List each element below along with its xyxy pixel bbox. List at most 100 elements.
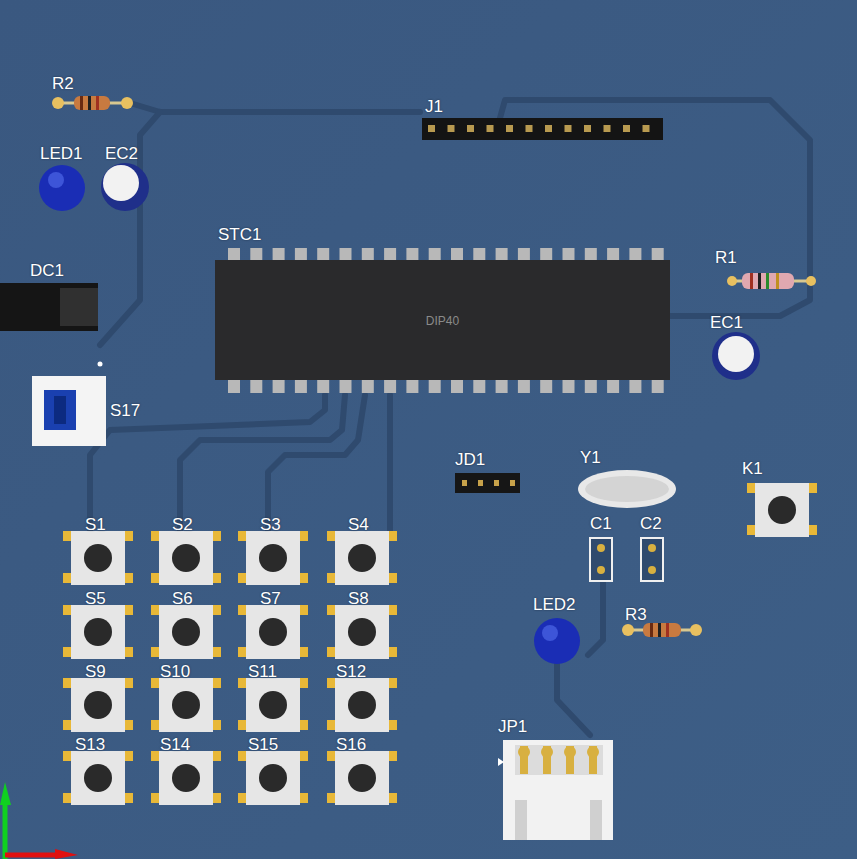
capacitor-footprint [590, 538, 612, 581]
chip-pin [273, 248, 285, 261]
switch-body [159, 678, 213, 732]
dc-jack-face [60, 288, 98, 326]
tact-switch [63, 751, 133, 805]
switch-cap [84, 691, 112, 719]
trace [90, 395, 325, 532]
switch-cap [259, 764, 287, 792]
chip-pin [496, 380, 508, 393]
chip-pin [607, 248, 619, 261]
tact-switch [151, 751, 221, 805]
part-designator: C2 [640, 515, 662, 532]
switch-body [71, 751, 125, 805]
header-pin [604, 125, 611, 132]
tact-switch [327, 751, 397, 805]
header-pin [545, 125, 552, 132]
switch-body [159, 605, 213, 659]
switch-body [335, 531, 389, 585]
capacitor-top [103, 165, 139, 201]
led-symbol [39, 165, 85, 211]
pin1-dot [98, 362, 103, 367]
switch-body [71, 605, 125, 659]
tact-switch [747, 483, 817, 537]
chip-pin [585, 380, 597, 393]
chip-pin [451, 380, 463, 393]
capacitor-top [718, 336, 754, 372]
chip-pin [451, 248, 463, 261]
part-designator: S14 [160, 736, 190, 753]
resistor-symbol [622, 623, 702, 637]
part-designator: S6 [172, 590, 193, 607]
switch-cap [348, 691, 376, 719]
switch-slot [54, 396, 66, 424]
capacitor-symbol [101, 163, 149, 211]
part-designator: J1 [425, 98, 443, 115]
switch-body [159, 531, 213, 585]
power-switch [32, 376, 106, 446]
trace [387, 395, 393, 532]
tact-switch [151, 678, 221, 732]
capacitor-footprint [641, 538, 663, 581]
trace [557, 660, 590, 735]
chip-node: STC1DIP40 [215, 226, 670, 380]
chip-pin [362, 248, 374, 261]
switch-body [246, 678, 300, 732]
tact-switch [238, 531, 308, 585]
chip-pin [250, 248, 262, 261]
chip-pin [473, 248, 485, 261]
led-highlight [48, 172, 64, 188]
resistor-symbol [52, 96, 133, 110]
chip-pin [540, 380, 552, 393]
chip-pin [228, 380, 240, 393]
part-designator: EC2 [105, 145, 138, 162]
jst-connector [503, 740, 613, 840]
jumper-pins [462, 480, 515, 486]
chip-pin [384, 380, 396, 393]
chip-pin [652, 248, 664, 261]
jumper-header [455, 473, 520, 493]
chip-pin [250, 380, 262, 393]
pin-header [422, 118, 663, 140]
part-designator: S4 [348, 516, 369, 533]
led-highlight [542, 625, 558, 641]
part-designator: Y1 [580, 449, 601, 466]
tact-switch [63, 605, 133, 659]
chip-pin [629, 380, 641, 393]
chip-pin [563, 380, 575, 393]
connector-pins [518, 746, 599, 774]
part-designator: K1 [742, 460, 763, 477]
part-designator: S9 [85, 663, 106, 680]
switch-body [335, 751, 389, 805]
crystal [578, 470, 676, 508]
chip-pin [295, 380, 307, 393]
part-designator: JD1 [455, 451, 485, 468]
header-pin [584, 125, 591, 132]
switch-cap [84, 764, 112, 792]
part-designator: LED2 [533, 596, 576, 613]
chip-pin [652, 380, 664, 393]
chip-pin [340, 248, 352, 261]
part-designator: S3 [260, 516, 281, 533]
part-designator: S8 [348, 590, 369, 607]
chip-pin [429, 380, 441, 393]
tact-switch [327, 531, 397, 585]
part-designator: STC1 [218, 226, 261, 243]
switch-cap [172, 691, 200, 719]
part-designator: S17 [110, 402, 140, 419]
chip-pin [540, 248, 552, 261]
switch-body [335, 678, 389, 732]
chip-pin [429, 248, 441, 261]
trace [268, 395, 365, 532]
part-designator: S16 [336, 736, 366, 753]
led-symbol [534, 618, 580, 664]
chip-pin [518, 380, 530, 393]
switch-cap [259, 691, 287, 719]
tact-switch [63, 678, 133, 732]
chip-pin [295, 248, 307, 261]
part-designator: S12 [336, 663, 366, 680]
chip-pin [340, 380, 352, 393]
tact-switch [63, 531, 133, 585]
switch-cap [348, 618, 376, 646]
